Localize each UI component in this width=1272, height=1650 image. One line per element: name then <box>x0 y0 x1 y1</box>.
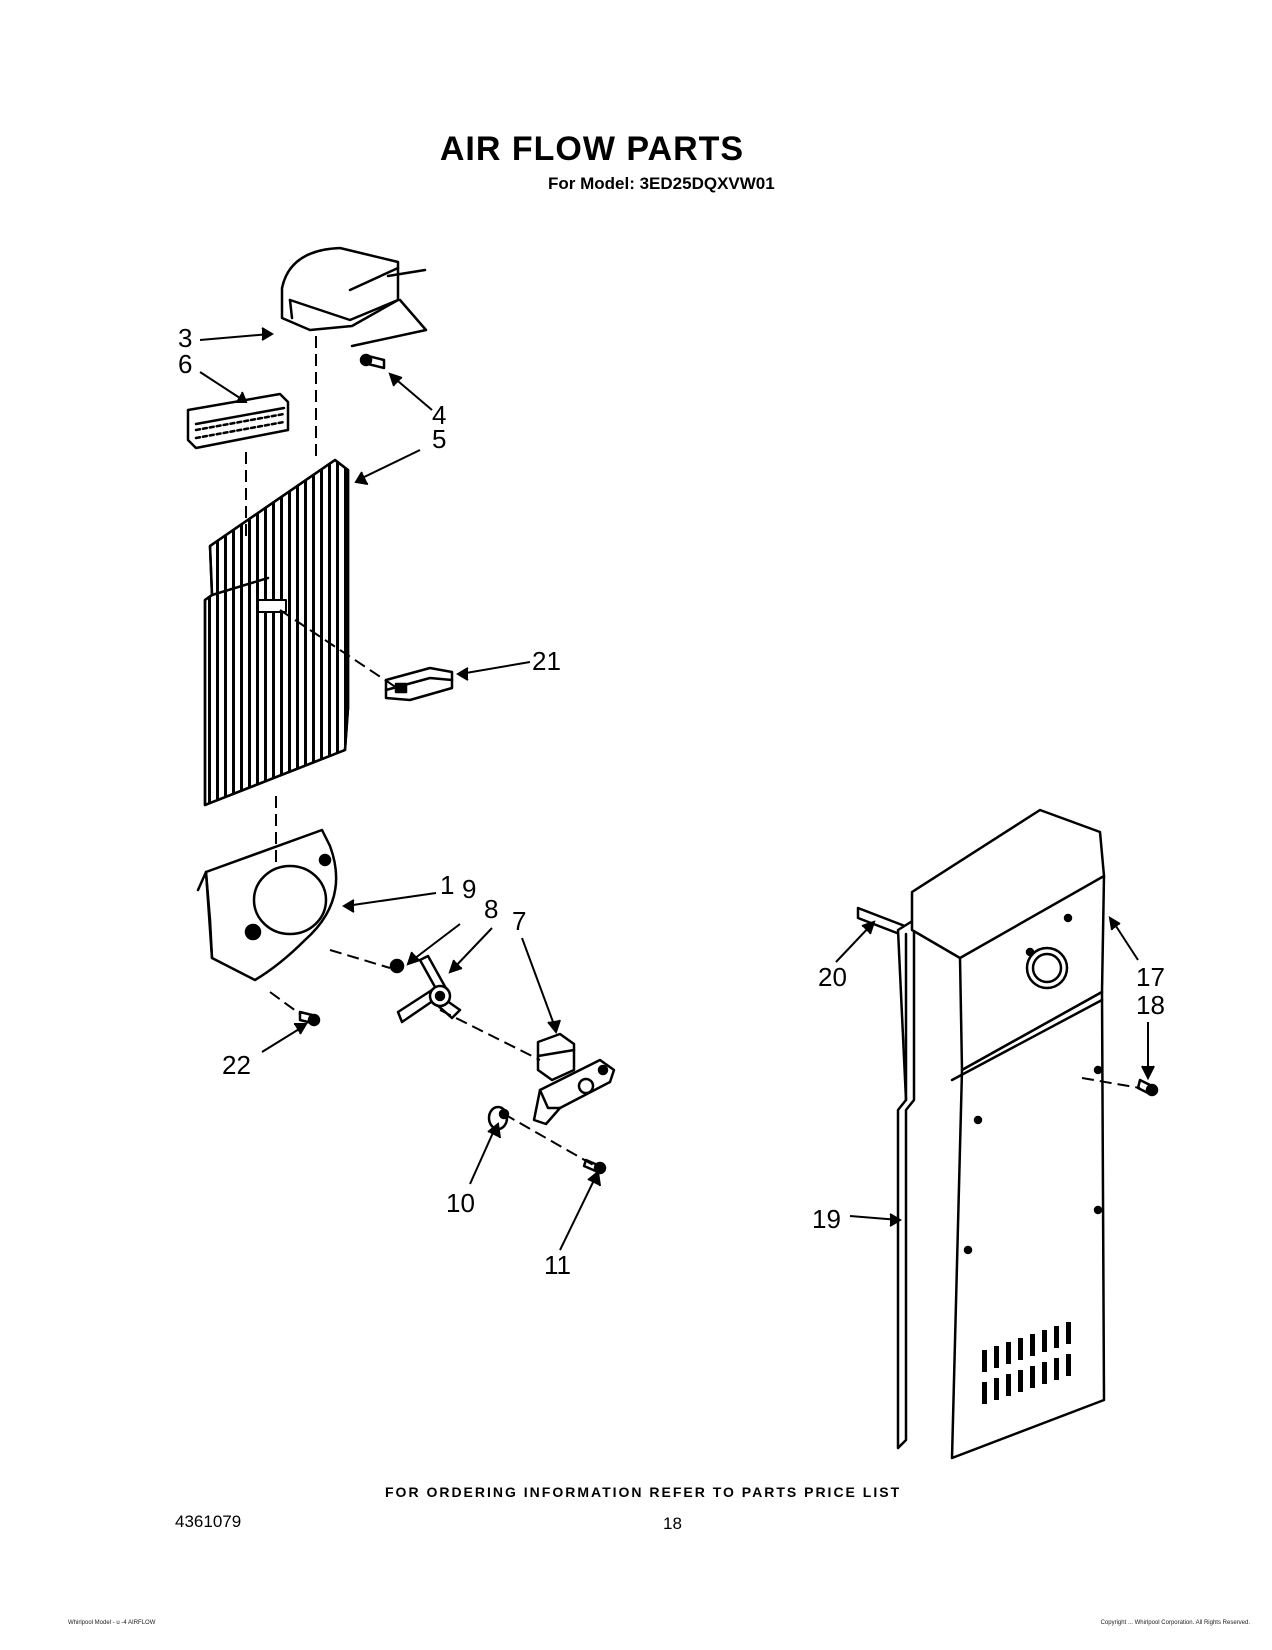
assembly-lines <box>245 336 1141 1167</box>
callout-21: 21 <box>532 646 561 676</box>
leader-arrows <box>199 327 1155 1251</box>
callout-3: 3 <box>178 323 192 353</box>
callout-1: 1 <box>440 870 454 900</box>
callout-10: 10 <box>446 1188 475 1218</box>
callout-20: 20 <box>818 962 847 992</box>
model-subtitle: For Model: 3ED25DQXVW01 <box>548 174 775 193</box>
part-8-fan-blade <box>396 954 462 1024</box>
document-number: 4361079 <box>175 1512 242 1531</box>
part-21-sensor <box>384 666 454 702</box>
callout-9: 9 <box>462 874 476 904</box>
callout-17: 17 <box>1136 962 1165 992</box>
fine-print-right: Copyright ... Whirlpool Corporation. All… <box>1100 1620 1250 1626</box>
callout-22: 22 <box>222 1050 251 1080</box>
part-17-rear-panel <box>910 808 1106 1460</box>
part-9-nut <box>389 958 405 974</box>
callout-8: 8 <box>484 894 498 924</box>
callout-6: 6 <box>178 349 192 379</box>
part-3-duct-cover <box>280 246 428 348</box>
callout-18: 18 <box>1136 990 1165 1020</box>
callout-4: 4 <box>432 400 446 430</box>
part-19-channel <box>896 918 916 1450</box>
part-5-evaporator-cover <box>203 458 350 807</box>
callout-7: 7 <box>512 906 526 936</box>
page-number: 18 <box>663 1514 682 1533</box>
part-18-screw <box>1136 1078 1159 1097</box>
ordering-note: FOR ORDERING INFORMATION REFER TO PARTS … <box>385 1484 902 1500</box>
callout-19: 19 <box>812 1204 841 1234</box>
fine-print-left: Whirlpool Model - u -4 AIRFLOW <box>68 1620 156 1626</box>
part-7-fan-motor <box>532 1032 616 1126</box>
part-4-screw <box>359 353 386 370</box>
part-1-fan-shroud <box>196 828 338 982</box>
part-22-screw <box>298 1010 321 1027</box>
callout-11: 11 <box>544 1250 571 1280</box>
part-6-grille <box>186 392 290 450</box>
callout-5: 5 <box>432 424 446 454</box>
page-title: AIR FLOW PARTS <box>439 130 745 168</box>
